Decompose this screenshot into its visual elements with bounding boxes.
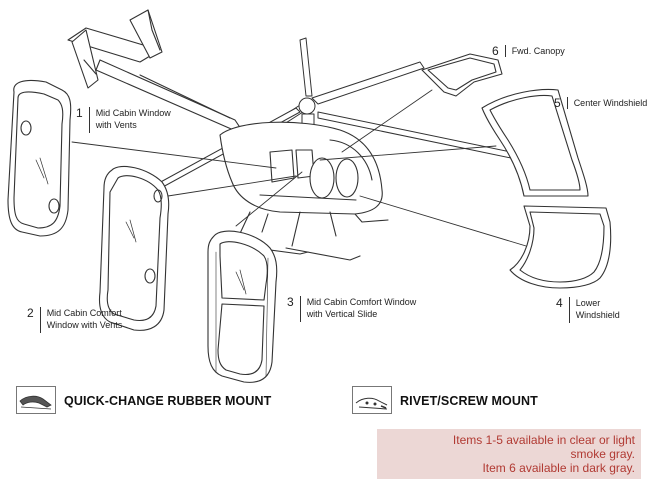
part-4-windshield (509, 205, 612, 289)
callout-1-number: 1 (76, 107, 90, 133)
callout-5-number: 5 (554, 97, 568, 109)
note-line-2: smoke gray. (570, 447, 635, 461)
callout-2-label: Mid Cabin Comfort Window with Vents (46, 308, 123, 330)
callout-3-label: Mid Cabin Comfort Window with Vertical S… (306, 297, 417, 319)
callout-3-number: 3 (287, 296, 301, 322)
rivet-mount-label: RIVET/SCREW MOUNT (400, 394, 538, 408)
callout-4-number: 4 (556, 297, 570, 323)
rivet-mount-icon (352, 386, 392, 414)
callout-1: 1 Mid Cabin Window with Vents (76, 107, 171, 133)
leader-lines (71, 89, 547, 253)
callout-6-number: 6 (492, 45, 506, 57)
callout-5-label: Center Windshield (573, 98, 648, 108)
rubber-mount-label: QUICK-CHANGE RUBBER MOUNT (64, 394, 272, 408)
tail-boom (67, 9, 246, 136)
callout-4-label: Lower Windshield (575, 298, 620, 320)
callout-2-number: 2 (27, 307, 41, 333)
callout-4: 4 Lower Windshield (556, 297, 620, 323)
part-2-window (98, 165, 170, 331)
callout-1-label: Mid Cabin Window with Vents (95, 108, 171, 130)
callout-3: 3 Mid Cabin Comfort Window with Vertical… (287, 296, 416, 322)
callout-2: 2 Mid Cabin Comfort Window with Vents (27, 307, 122, 333)
part-1-window (7, 79, 72, 237)
part-5-windshield (481, 89, 589, 197)
note-line-1: Items 1-5 available in clear or light (452, 433, 635, 447)
callout-5: 5 Center Windshield (554, 97, 647, 109)
callout-6-label: Fwd. Canopy (511, 46, 565, 56)
rubber-mount-icon (16, 386, 56, 414)
note-line-3: Item 6 available in dark gray. (482, 461, 635, 475)
part-3-window (207, 230, 278, 383)
availability-note: Items 1-5 available in clear or light sm… (377, 429, 641, 479)
callout-6: 6 Fwd. Canopy (492, 45, 565, 57)
part-6-canopy (421, 53, 503, 97)
fuselage (219, 121, 383, 215)
